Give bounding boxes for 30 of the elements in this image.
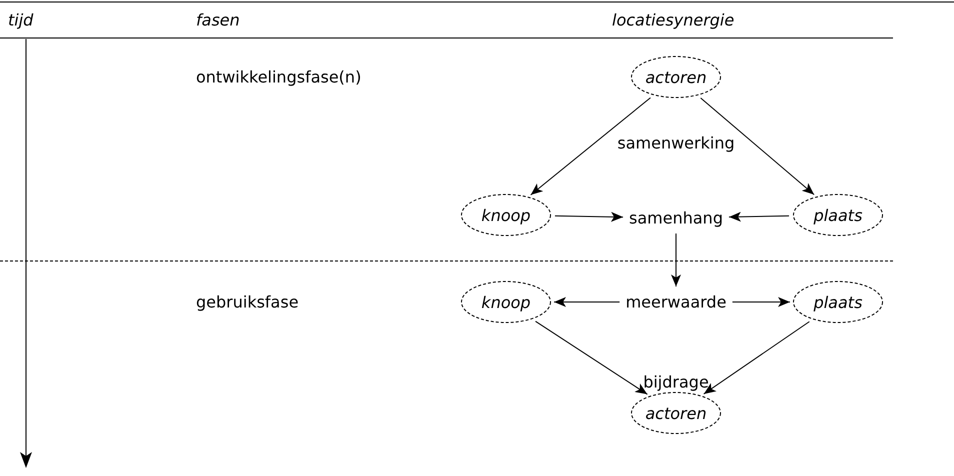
- concept-label: plaats: [814, 292, 862, 312]
- relation-label: samenwerking: [617, 134, 735, 152]
- column-header: fasen: [196, 10, 240, 30]
- arrow: [535, 320, 648, 395]
- phase-label: ontwikkelingsfase(n): [196, 68, 362, 86]
- concept-label: knoop: [481, 292, 531, 312]
- arrow: [728, 212, 790, 222]
- column-header: locatiesynergie: [612, 10, 734, 30]
- concept-label: meerwaarde: [626, 292, 726, 312]
- concept-ellipse: [631, 392, 721, 434]
- concept-ellipse: [461, 194, 551, 236]
- arrow: [554, 297, 620, 307]
- phase-label: gebruiksfase: [196, 292, 299, 312]
- column-header: tijd: [8, 10, 34, 30]
- concept-label: actoren: [645, 404, 707, 422]
- concept-label: samenhang: [629, 208, 723, 228]
- arrow: [554, 212, 624, 222]
- concept-ellipse: [631, 56, 721, 98]
- arrow: [703, 321, 810, 394]
- relation-label: bijdrage: [643, 372, 709, 392]
- arrow: [700, 98, 815, 196]
- concept-ellipse: [793, 194, 883, 236]
- arrow: [530, 97, 651, 196]
- concept-ellipse: [461, 281, 551, 323]
- arrow: [732, 297, 790, 307]
- concept-label: actoren: [645, 68, 707, 86]
- arrow: [671, 233, 681, 287]
- concept-label: knoop: [481, 206, 531, 224]
- concept-label: plaats: [814, 206, 862, 224]
- concept-ellipse: [793, 281, 883, 323]
